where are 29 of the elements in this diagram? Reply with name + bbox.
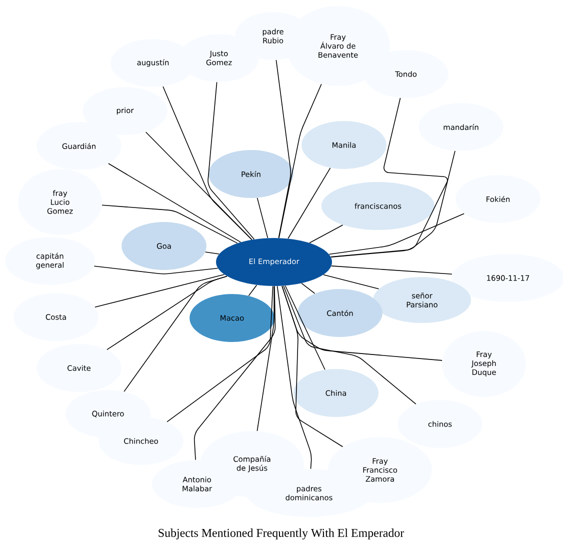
connector-line bbox=[94, 266, 218, 274]
connector-line bbox=[331, 266, 452, 275]
connector-line bbox=[194, 286, 276, 460]
chart-caption: Subjects Mentioned Frequently With El Emperador bbox=[158, 528, 404, 540]
connector-line bbox=[108, 163, 242, 243]
connector-line bbox=[328, 213, 464, 255]
connector-line bbox=[276, 60, 291, 238]
connector-line bbox=[283, 285, 416, 404]
connector-line bbox=[256, 286, 274, 432]
connector-line bbox=[330, 150, 456, 258]
connector-line bbox=[106, 276, 228, 350]
connector-line bbox=[248, 284, 258, 296]
connector-line bbox=[284, 285, 326, 370]
connector-line bbox=[204, 252, 220, 254]
connector-line bbox=[276, 286, 312, 470]
connector-line bbox=[166, 286, 274, 422]
connector-line bbox=[256, 198, 268, 238]
connector-line bbox=[145, 132, 252, 240]
connector-line bbox=[94, 274, 225, 308]
connector-line bbox=[301, 282, 316, 294]
connector-line bbox=[282, 286, 344, 448]
connector-line bbox=[323, 274, 380, 290]
connector-line bbox=[124, 276, 228, 392]
connector-line bbox=[102, 204, 238, 244]
connector-line bbox=[309, 224, 344, 244]
connector-line bbox=[162, 86, 252, 240]
connector-line bbox=[288, 168, 331, 239]
connector-line bbox=[208, 82, 255, 240]
connector-line bbox=[278, 84, 322, 238]
